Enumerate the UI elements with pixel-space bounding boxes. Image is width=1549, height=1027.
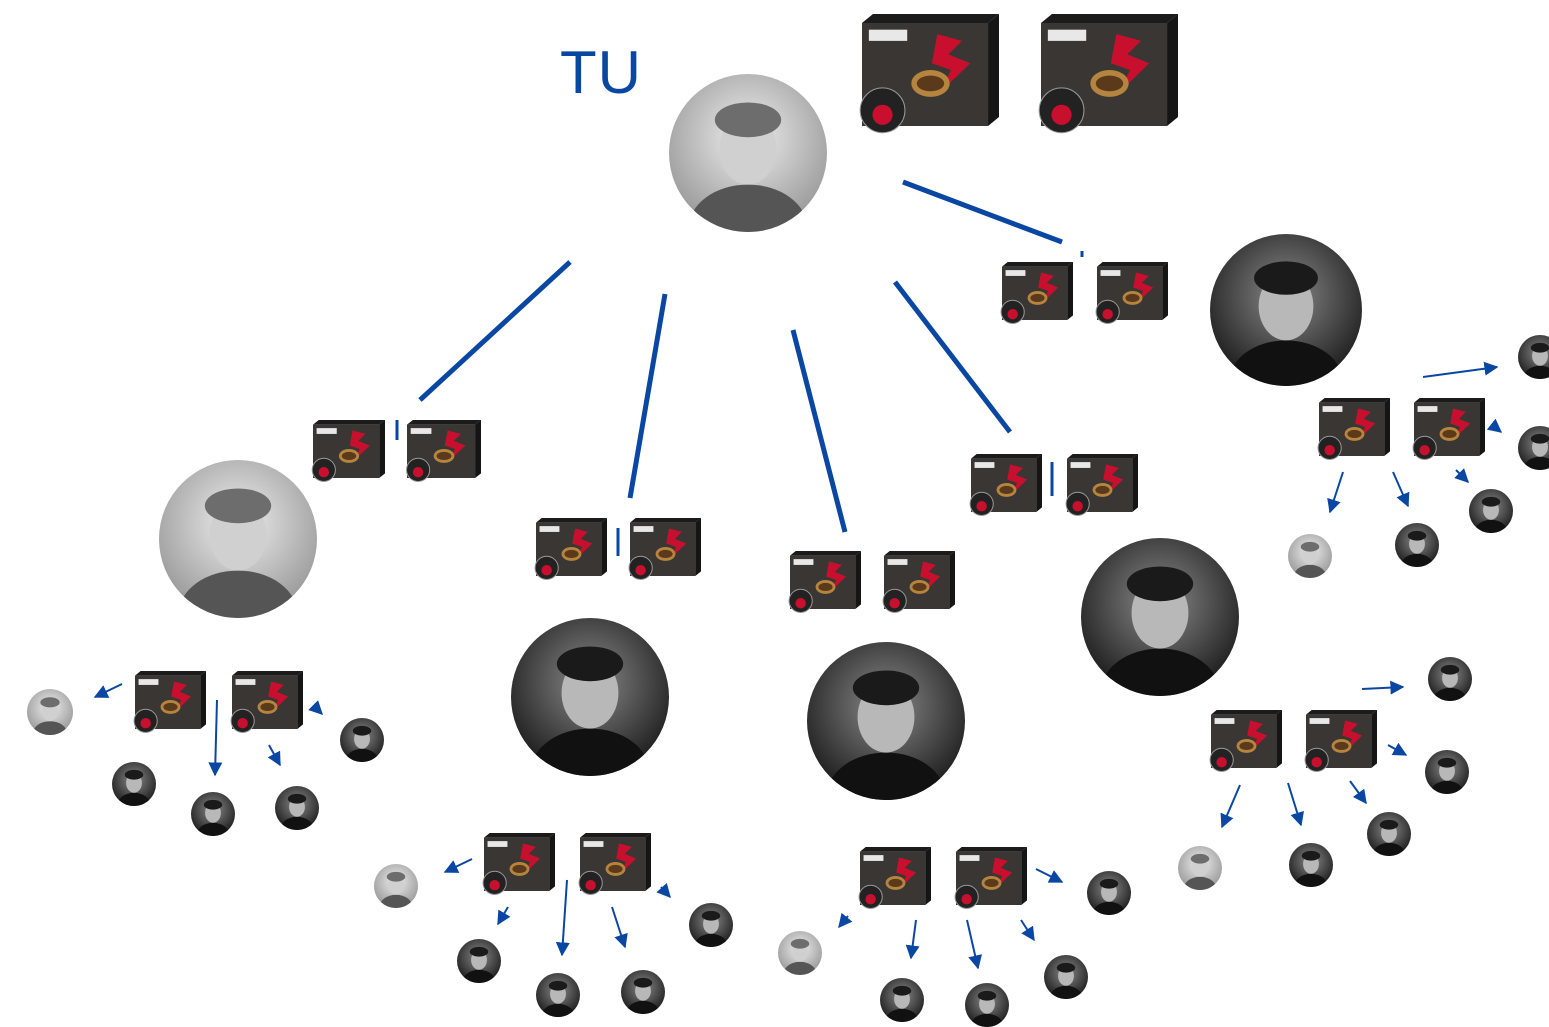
arrow-connector: [1349, 780, 1367, 805]
coffee-capsule-box-icon: [1412, 398, 1485, 460]
person-avatar-icon: [275, 786, 319, 830]
root-label-tu: TU: [560, 39, 642, 106]
person-avatar-icon: [191, 792, 235, 836]
person-avatar-icon: [669, 74, 827, 232]
connector-line: [902, 179, 1063, 245]
coffee-capsule-box-icon: [859, 14, 999, 134]
person-avatar-icon: [27, 689, 73, 735]
arrow-connector: [1486, 418, 1503, 433]
person-avatar-icon: [1044, 955, 1088, 999]
arrow-connector: [1392, 471, 1410, 508]
arrow-connector: [1327, 471, 1344, 514]
arrow-connector: [1387, 742, 1408, 756]
person-avatar-icon: [1288, 534, 1332, 578]
arrow-connector: [267, 744, 281, 767]
coffee-capsule-box-icon: [578, 833, 651, 895]
arrow-connector: [443, 858, 473, 873]
coffee-capsule-box-icon: [628, 518, 701, 580]
coffee-capsule-box-icon: [954, 847, 1027, 909]
coffee-capsule-box-icon: [1317, 398, 1390, 460]
coffee-capsule-box-icon: [1038, 14, 1178, 134]
person-avatar-icon: [1367, 812, 1411, 856]
connector-lines: [93, 179, 1503, 970]
coffee-capsule-box-icon: [311, 420, 385, 482]
arrow-connector: [497, 906, 511, 926]
arrow-connector: [1361, 680, 1405, 695]
arrow-connector: [1454, 468, 1469, 483]
person-avatar-icon: [159, 460, 317, 618]
person-avatar-icon: [1178, 846, 1222, 890]
person-avatar-icon: [965, 983, 1009, 1027]
arrow-connector: [611, 906, 628, 949]
arrow-connector: [1287, 782, 1304, 827]
coffee-capsule-box-icon: [133, 671, 206, 733]
arrow-connector: [966, 919, 983, 970]
person-avatar-icon: [1081, 538, 1239, 696]
coffee-capsule-box-icon: [1304, 710, 1377, 772]
person-avatar-icon: [621, 970, 665, 1014]
person-avatar-icon: [457, 939, 501, 983]
arrow-connector: [1035, 868, 1064, 883]
person-avatar-icon: [1518, 426, 1549, 470]
person-avatar-icon: [1425, 750, 1469, 794]
connector-line: [893, 280, 1012, 434]
coffee-capsule-box-icon: [406, 420, 481, 482]
arrow-connector: [555, 879, 570, 957]
coffee-capsule-box-icon: [858, 847, 931, 909]
person-avatar-icon: [1210, 234, 1362, 386]
arrow-connector: [656, 882, 671, 899]
coffee-capsule-box-icon: [1095, 262, 1168, 324]
coffee-capsule-box-icon: [1065, 454, 1138, 516]
person-avatar-icon: [1428, 657, 1472, 701]
arrow-connector: [208, 699, 223, 777]
person-avatar-icon: [880, 978, 924, 1022]
coffee-capsule-box-icon: [230, 671, 303, 733]
person-avatar-icon: [1289, 843, 1333, 887]
arrow-connector: [93, 683, 123, 698]
person-avatar-icon: [1087, 871, 1131, 915]
person-avatar-icon: [778, 931, 822, 975]
people-avatars: [27, 74, 1549, 1027]
person-avatar-icon: [112, 762, 156, 806]
arrow-connector: [905, 919, 920, 960]
coffee-capsule-box-icon: [969, 454, 1042, 516]
coffee-capsule-box-icon: [1209, 710, 1282, 772]
coffee-capsule-box-icon: [882, 551, 955, 613]
person-avatar-icon: [1395, 523, 1439, 567]
coffee-capsule-box-icon: [482, 833, 555, 895]
person-avatar-icon: [807, 642, 965, 800]
connector-line: [418, 260, 572, 402]
person-avatar-icon: [511, 618, 669, 776]
person-avatar-icon: [689, 903, 733, 947]
arrow-connector: [1020, 919, 1035, 942]
coffee-capsule-box-icon: [534, 518, 607, 580]
person-avatar-icon: [1518, 335, 1549, 379]
coffee-capsule-box-icon: [1000, 262, 1073, 324]
product-boxes: [133, 14, 1485, 909]
person-avatar-icon: [1469, 489, 1513, 533]
arrow-connector: [308, 700, 323, 715]
connector-line: [790, 329, 848, 533]
arrow-connector: [1220, 784, 1241, 829]
person-avatar-icon: [374, 864, 418, 908]
coffee-capsule-box-icon: [788, 551, 861, 613]
connector-line: [627, 293, 668, 499]
arrow-connector: [838, 912, 853, 929]
person-avatar-icon: [340, 718, 384, 762]
person-avatar-icon: [536, 973, 580, 1017]
arrow-connector: [1422, 361, 1499, 378]
